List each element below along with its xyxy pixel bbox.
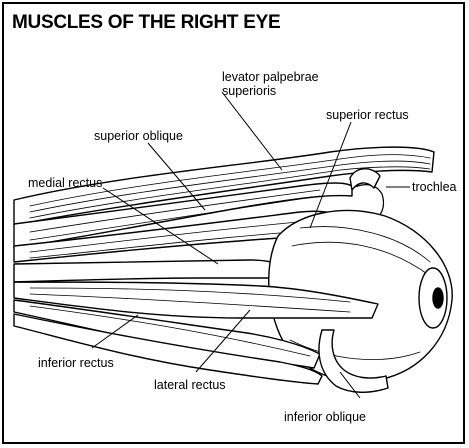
- label-superior-oblique: superior oblique: [94, 129, 183, 143]
- label-levator-line1: levator palpebrae: [222, 70, 319, 84]
- label-lateral-rectus: lateral rectus: [154, 378, 226, 392]
- superior-oblique-muscle: [13, 182, 353, 249]
- levator-fibers: [29, 154, 431, 219]
- leader-inferior-oblique: [339, 371, 361, 399]
- eyeball: [268, 209, 453, 383]
- medial-rectus-muscle: [13, 259, 283, 283]
- diagram-border: [2, 2, 465, 444]
- leader-superior-rectus: [309, 121, 352, 229]
- label-levator-line2: superioris: [222, 84, 277, 98]
- trochlea-ring: [349, 168, 381, 191]
- leader-inferior-rectus: [91, 314, 139, 349]
- inferior-band: [13, 313, 323, 385]
- label-medial-rectus: medial rectus: [28, 176, 103, 190]
- label-levator-palpebrae: levator palpebrae superioris: [222, 70, 319, 98]
- label-trochlea: trochlea: [412, 180, 457, 194]
- label-inferior-rectus: inferior rectus: [38, 356, 114, 370]
- lateral-rectus-muscle: [13, 281, 379, 319]
- leader-superior-oblique: [147, 142, 206, 211]
- label-inferior-oblique: inferior oblique: [284, 410, 366, 424]
- leader-lines: [91, 91, 410, 399]
- inferior-rectus-fibers: [29, 305, 311, 357]
- superior-oblique-fibers: [29, 189, 321, 241]
- inferior-oblique-muscle: [318, 329, 389, 393]
- leader-medial-rectus: [102, 187, 219, 265]
- leader-levator: [221, 91, 283, 171]
- diagram-title: MUSCLES OF THE RIGHT EYE: [12, 12, 281, 33]
- lateral-rectus-fibers: [29, 287, 351, 313]
- leader-lateral-rectus: [195, 309, 251, 373]
- pupil: [432, 287, 444, 309]
- eyeball-contours: [289, 226, 431, 360]
- label-superior-rectus: superior rectus: [326, 108, 409, 122]
